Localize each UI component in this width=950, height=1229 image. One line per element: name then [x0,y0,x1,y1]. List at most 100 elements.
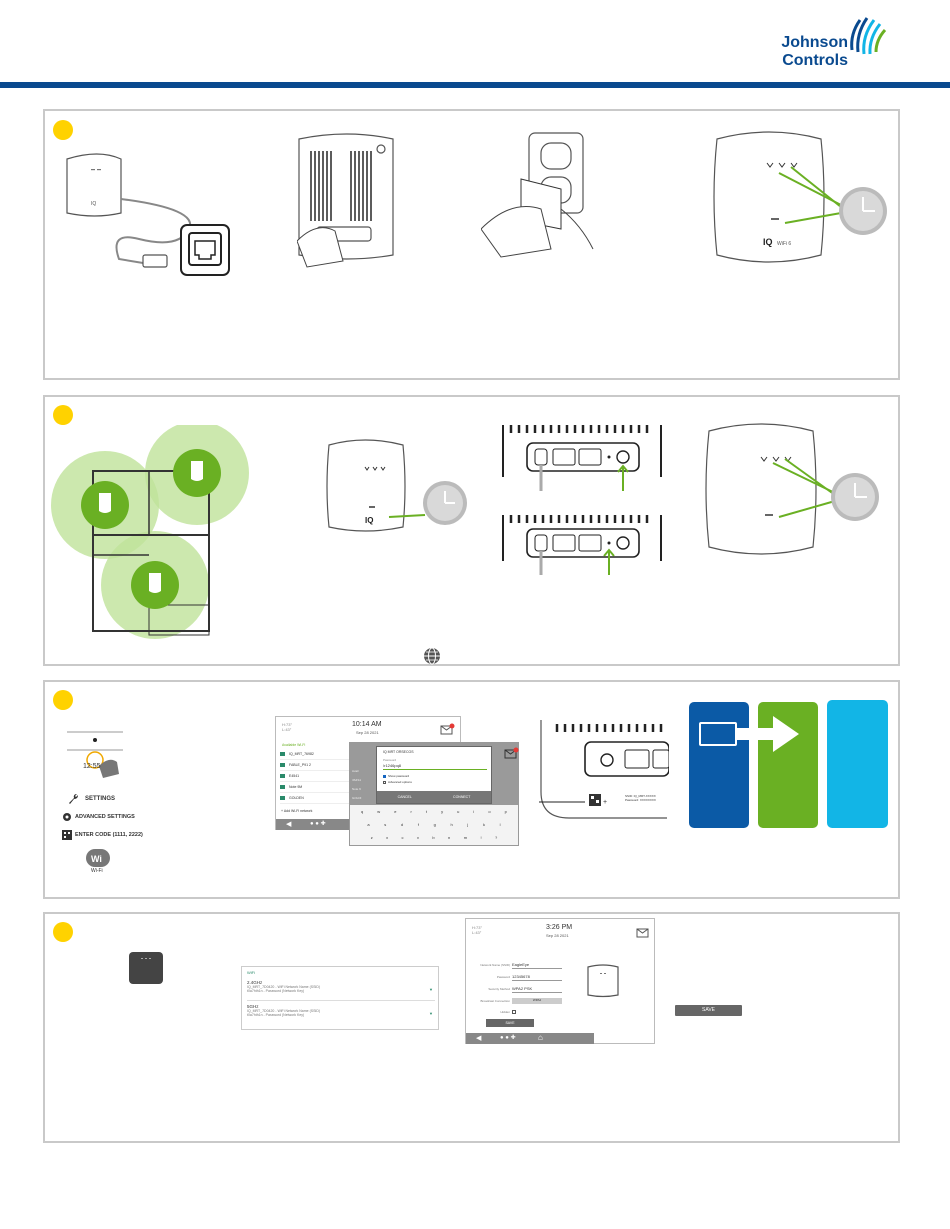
save-button-screen[interactable]: SAVE [486,1019,534,1027]
panel-step-1: IQ IQ WiFi 6 [43,109,900,380]
keyboard-key[interactable]: z [370,835,373,840]
clock-time: 12:55 [83,763,101,770]
ssid-input[interactable]: EagleEye [512,962,562,969]
floor-plan-coverage-illustration [51,425,249,639]
keyboard-key[interactable]: t [425,809,428,814]
screen-weather: H:73°L:43° [282,722,293,732]
wifi-app-label: Wi-Fi [91,868,103,874]
router-rear-ports-reset-illustration [502,515,662,575]
svg-text:Wi: Wi [91,854,102,864]
keyboard-key[interactable]: m [463,835,468,840]
screen-date: Sep 28 2021 [356,730,379,735]
enter-code-menu-item[interactable]: ENTER CODE (1111, 2222) [61,826,227,844]
on-screen-keyboard: q w e r t y u i o p a s d f g h j k l z x c v b n m!? [350,805,518,845]
password-input[interactable]: \r1246pq8 [383,763,487,770]
keyboard-key[interactable]: ? [495,835,498,840]
password-input[interactable]: 12345678 [512,974,562,981]
keyboard-key[interactable]: h [450,822,453,827]
screen-time: 3:26 PM [546,924,573,931]
wifi-app-icon[interactable]: Wi [85,848,111,868]
wifi-network-item[interactable]: FABLE_P91 2 [280,760,350,771]
dialog-side-list: Avail 4S4S1 Note 9 GOLDI [352,769,362,800]
connect-button[interactable]: CONNECT [453,795,471,799]
keyboard-key[interactable]: r [410,809,412,814]
mail-icon[interactable] [504,747,520,759]
show-password-checkbox[interactable]: Show password [383,774,409,778]
keyboard-key[interactable]: p [504,809,507,814]
keyboard-key[interactable]: v [416,835,419,840]
keyboard-key[interactable]: j [467,822,469,827]
keypad-icon [62,830,72,840]
nav-icons[interactable]: ● ● ✚ [500,1035,516,1041]
keyboard-key[interactable]: i [473,809,475,814]
keyboard-key[interactable]: n [448,835,451,840]
wifi-signal-icon [280,774,285,778]
keyboard-key[interactable]: o [488,809,491,814]
mail-icon[interactable] [636,927,650,939]
hidden-checkbox[interactable] [512,1010,516,1014]
home-icon[interactable]: ⌂ [538,1033,543,1042]
keyboard-key[interactable]: g [433,822,436,827]
svg-text:WiFi 6: WiFi 6 [777,241,791,247]
settings-label: SETTINGS [85,796,116,802]
available-wifi-header: Available Wi-Fi [282,743,306,747]
wifi-network-list: IQ_MRT_76982 FABLE_P91 2 E4541 Note 9M G… [280,749,350,804]
router-small-illustration [587,964,619,998]
band-5-row[interactable]: 5GHz IQ_MRT_7D0420 - WiFi Network Name (… [247,1004,433,1017]
chevron-down-icon[interactable]: ▼ [429,1011,433,1016]
settings-menu-item[interactable]: SETTINGS [67,790,227,808]
save-button[interactable]: SAVE [675,1005,742,1016]
keyboard-key[interactable]: ! [480,835,482,840]
logo-mark-icon [850,17,887,55]
screen-time: 10:14 AM [352,721,382,728]
wifi-signal-icon [280,752,285,756]
mail-icon[interactable] [440,723,456,735]
router-back-port-illustration [297,133,394,268]
broadcast-connection-select[interactable]: WPA2 [512,998,562,1004]
wifi-network-item[interactable]: IQ_MRT_76982 [280,749,350,760]
keyboard-key[interactable]: f [417,822,419,827]
logo-line-1: Johnson [781,34,848,51]
keyboard-key[interactable]: a [367,822,370,827]
wifi-network-item[interactable]: GOLDEN [280,793,350,804]
keyboard-key[interactable]: c [401,835,404,840]
band-24-row[interactable]: 2.4GHz IQ_MRT_7D0420 - WiFi Network Name… [247,980,435,1001]
svg-text:+: + [603,799,607,806]
arrow-right-icon [737,716,799,752]
keyboard-key[interactable]: s [384,822,387,827]
screen-weather: H:73°L:43° [472,925,483,935]
keyboard-key[interactable]: u [457,809,460,814]
cancel-button[interactable]: CANCEL [397,795,412,799]
nav-icons[interactable]: ● ● ✚ [310,821,326,827]
keyboard-key[interactable]: y [441,809,444,814]
keyboard-key[interactable]: k [482,822,485,827]
wifi-signal-icon [280,796,285,800]
settings-menu-path: SETTINGS ADVANCED SETTINGS ENTER CODE (1… [62,790,227,844]
back-arrow-icon[interactable]: ◀ [476,1035,482,1042]
keyboard-key[interactable]: q [361,809,364,814]
wifi-network-item[interactable]: E4541 [280,771,350,782]
chevron-down-icon[interactable]: ▼ [429,987,433,992]
gear-icon [63,813,71,821]
keyboard-key[interactable]: e [394,809,397,814]
add-wifi-network-link[interactable]: + Add Wi-Fi network [281,809,313,813]
advanced-settings-menu-item[interactable]: ADVANCED SETTINGS [61,808,227,826]
panel-step-4: WiFi 2.4GHz IQ_MRT_7D0420 - WiFi Network… [43,912,900,1143]
keyboard-key[interactable]: b [432,835,435,840]
keyboard-key[interactable]: d [400,822,404,827]
keyboard-key[interactable]: l [499,822,501,827]
advanced-options-checkbox[interactable]: Advanced options [383,780,412,784]
header-bar [0,82,950,88]
keyboard-key[interactable]: x [386,835,389,840]
screen-nav-bar: ◀ ● ● ✚ ⌂ [466,1033,594,1044]
dialog-title: IQ MRT ORSECOS [383,750,414,754]
router-status-led-illustration: IQ [326,439,467,532]
wifi-network-item[interactable]: Note 9M [280,782,350,793]
router-front-leds-illustration: IQ WiFi 6 [713,131,887,263]
security-method-select[interactable]: WPA2 PSK [512,986,562,993]
back-arrow-icon[interactable]: ◀ [286,821,292,828]
keyboard-key[interactable]: w [377,809,381,814]
